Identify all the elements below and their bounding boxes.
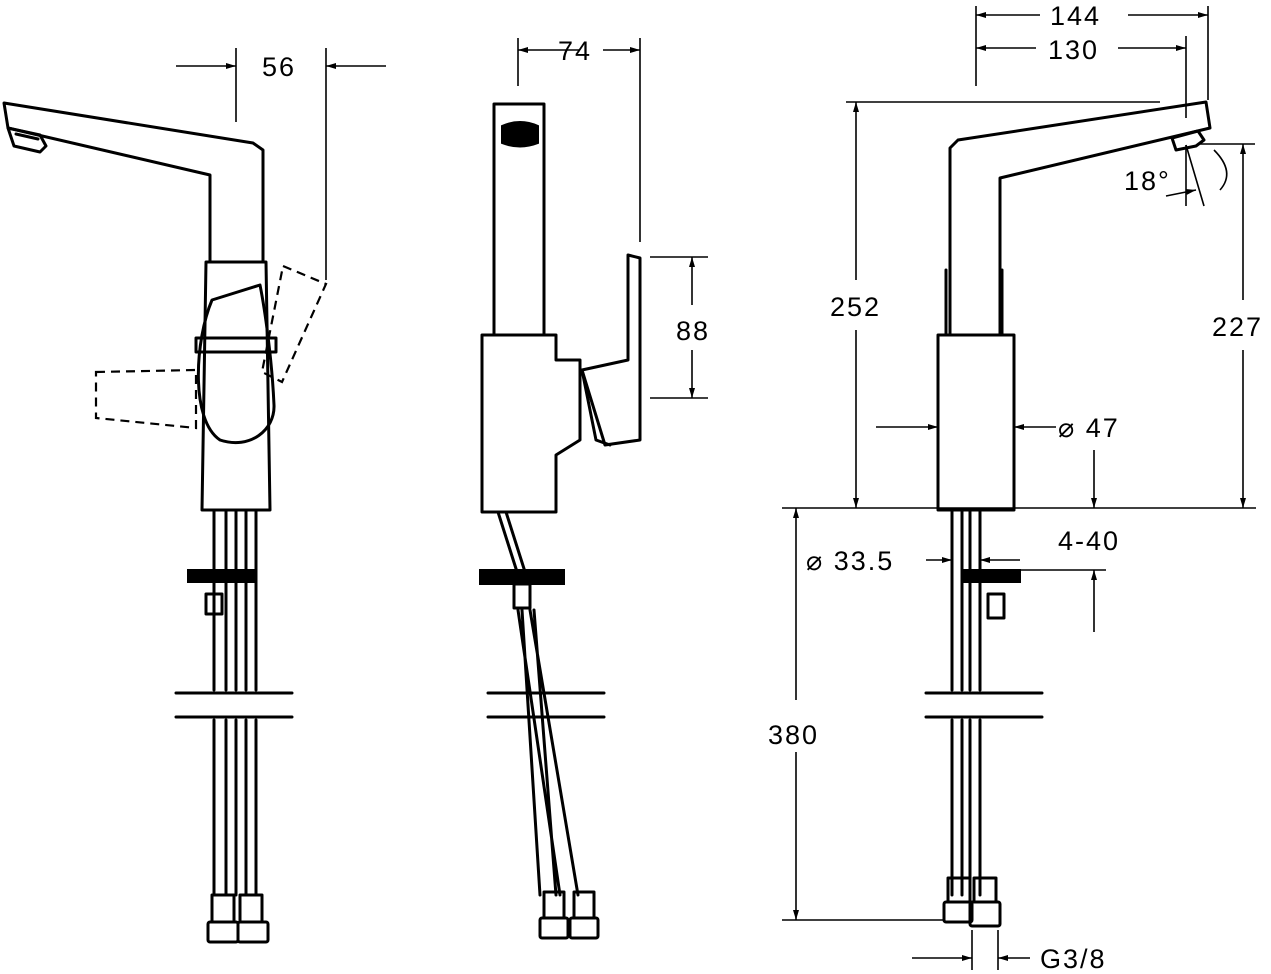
dim-130: 130 xyxy=(976,35,1187,118)
dim-252-label: 252 xyxy=(830,292,881,322)
dim-88-label: 88 xyxy=(676,316,710,346)
dim-144-label: 144 xyxy=(1050,1,1101,31)
dim-144: 144 xyxy=(975,1,1209,100)
dim-74-label: 74 xyxy=(558,36,592,66)
dim-47-label: ⌀ 47 xyxy=(1058,413,1120,443)
dim-380-label: 380 xyxy=(768,720,819,750)
back-view xyxy=(924,100,1212,928)
dim-4-40-label: 4-40 xyxy=(1058,526,1120,556)
front-view xyxy=(2,101,328,944)
dim-56: 56 xyxy=(176,48,386,280)
dim-g3-8: G3/8 xyxy=(912,930,1107,974)
dim-4-40: 4-40 xyxy=(1020,450,1120,632)
dim-252: 252 xyxy=(830,101,1160,508)
dim-227-label: 227 xyxy=(1212,312,1263,342)
dim-18-deg: 18° xyxy=(1124,143,1255,207)
dim-130-label: 130 xyxy=(1048,35,1099,65)
dim-18-label: 18° xyxy=(1124,166,1171,196)
dim-380: 380 xyxy=(768,508,944,921)
dim-88: 88 xyxy=(650,256,710,399)
dim-g3-8-label: G3/8 xyxy=(1040,944,1107,974)
dim-33-5-label: ⌀ 33.5 xyxy=(806,546,894,576)
side-view xyxy=(479,102,642,940)
dim-47: ⌀ 47 xyxy=(876,413,1120,443)
dim-74: 74 xyxy=(517,36,641,242)
dim-33-5: ⌀ 33.5 xyxy=(806,546,1020,576)
dim-56-label: 56 xyxy=(262,52,296,82)
dim-227: 227 xyxy=(1212,144,1263,508)
